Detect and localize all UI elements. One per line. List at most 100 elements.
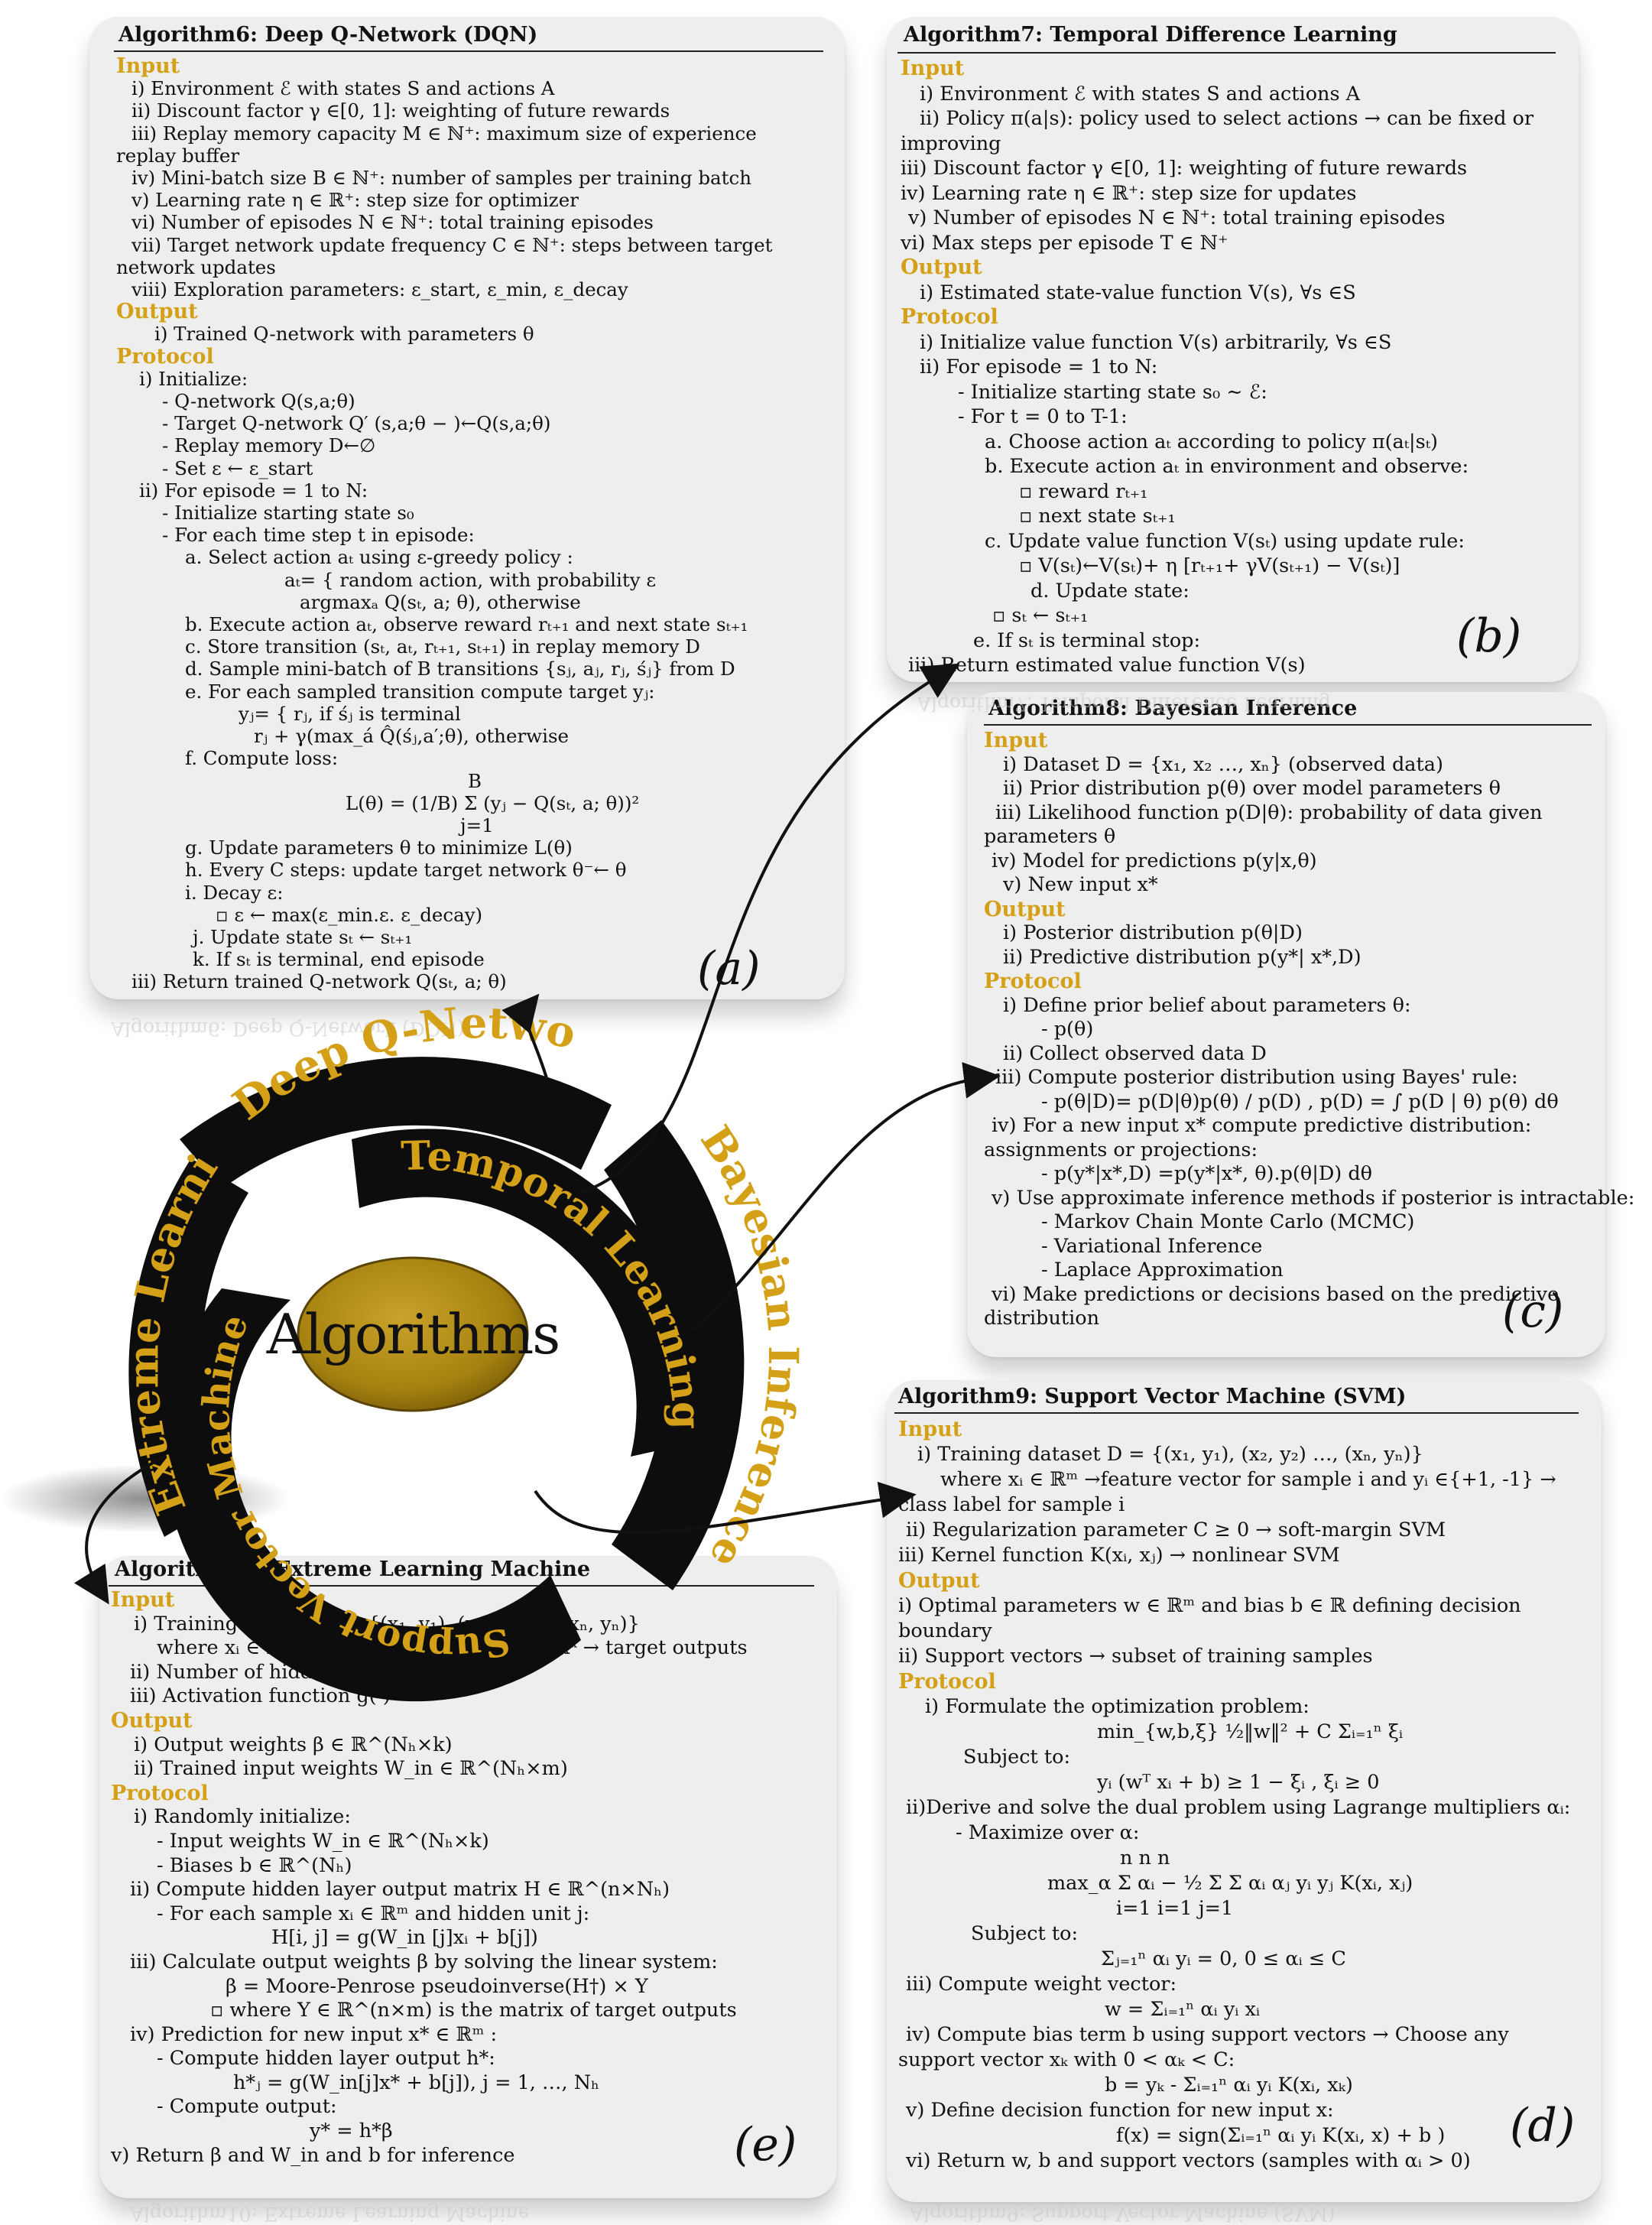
algorithm-line: - Target Q-network Q′ (s,a;θ − )←Q(s,a;θ… — [162, 412, 551, 435]
algorithm-line: c. Store transition (sₜ, aₜ, rₜ₊₁, sₜ₊₁)… — [185, 635, 700, 658]
algorithm-line: aₜ= { random action, with probability ε — [284, 568, 657, 591]
algorithm-line: H[i, j] = g(W_in [j]xᵢ + b[j]) — [271, 1926, 538, 1950]
section-heading: Protocol — [898, 1670, 996, 1694]
algorithm-line: yᵢ (wᵀ xᵢ + b) ≥ 1 − ξᵢ , ξᵢ ≥ 0 — [1097, 1771, 1380, 1794]
panel-title: Algorithm7: Temporal Difference Learning — [904, 23, 1397, 47]
ring-segment-td — [352, 1129, 703, 1457]
algorithm-line: v) Use approximate inference methods if … — [992, 1186, 1635, 1210]
algorithm-line: rⱼ + γ(max_á Q̂(śⱼ,a′;θ), otherwise — [254, 725, 570, 748]
algorithm-line: - Laplace Approximation — [1041, 1259, 1284, 1281]
ring-segment-bayes — [604, 1120, 745, 1590]
ring-label-dqn: Deep Q-Network — [0, 0, 580, 1130]
algorithm-line: - Variational Inference — [1041, 1234, 1263, 1258]
algorithm-line: where xᵢ ∈ ℝᵐ →feature vector for sample… — [940, 1468, 1556, 1491]
algorithm-line: ii) Trained input weights W_in ∈ ℝ^(Nₕ×m… — [134, 1757, 568, 1781]
algorithm-line: iii) Return trained Q-network Q(sₜ, a; θ… — [131, 970, 507, 993]
section-heading: Output — [111, 1708, 193, 1733]
arrow-to-elm — [73, 1455, 165, 1605]
algorithm-line: iv) For a new input x* compute predictiv… — [992, 1114, 1532, 1137]
algorithm-line: e. If sₜ is terminal stop: — [973, 629, 1201, 652]
algorithm-line: L(θ) = (1/B) Σ (yⱼ − Q(sₜ, a; θ))² — [346, 791, 640, 814]
algorithm-line: Subject to: — [963, 1746, 1071, 1769]
algorithm-line: ▫ V(sₜ)←V(sₜ)+ η [rₜ₊₁+ γV(sₜ₊₁) − V(sₜ)… — [1019, 554, 1400, 577]
algorithm-line: i) Define prior belief about parameters … — [1003, 993, 1411, 1017]
algorithm-line: k. If sₜ is terminal, end episode — [193, 948, 485, 971]
algorithm-line: iii) Discount factor γ ∈[0, 1]: weightin… — [901, 157, 1468, 180]
algorithm-line: ii) For episode = 1 to N: — [920, 356, 1158, 378]
title-rule — [984, 724, 1592, 726]
algorithm-line: n n n — [1120, 1847, 1170, 1869]
algorithm-line: d. Sample mini-batch of B transitions {s… — [185, 658, 735, 680]
section-heading: Protocol — [116, 344, 214, 369]
algorithm-line: ii) Compute hidden layer output matrix H… — [130, 1878, 670, 1902]
algorithm-line: ii) Policy π(a|s): policy used to select… — [920, 107, 1534, 130]
algorithm-line: iv) Learning rate η ∈ ℝ⁺: step size for … — [901, 181, 1357, 205]
algorithm-line: iii) Kernel function K(xᵢ, xⱼ) → nonline… — [898, 1544, 1340, 1567]
algorithm-line: max_α Σ αᵢ − ½ Σ Σ αᵢ αⱼ yᵢ yⱼ K(xᵢ, xⱼ) — [1047, 1872, 1413, 1895]
algorithm-line: ▫ ε ← max(ε_min.ε. ε_decay) — [216, 903, 483, 926]
algorithm-line: - Replay memory D←∅ — [162, 434, 376, 457]
algorithm-line: iii) Calculate output weights β by solvi… — [130, 1950, 718, 1973]
section-heading: Output — [116, 300, 198, 324]
algorithm-line: v) Number of episodes N ∈ ℕ⁺: total trai… — [908, 206, 1446, 229]
ring-segment-dqn — [180, 1057, 612, 1189]
algorithm-line: parameters θ — [984, 825, 1116, 848]
algorithm-line: Subject to: — [971, 1922, 1079, 1945]
algorithm-line: v) Return β and W_in and b for inference — [111, 2143, 515, 2167]
algorithm-line: min_{w,b,ξ} ½‖w‖² + C Σᵢ₌₁ⁿ ξᵢ — [1097, 1720, 1404, 1743]
algorithm-line: j=1 — [460, 814, 494, 836]
algorithm-line: - Q-network Q(s,a;θ) — [162, 390, 355, 413]
algorithm-line: a. Select action aₜ using ε-greedy polic… — [185, 546, 573, 569]
algorithm-line: class label for sample i — [898, 1493, 1125, 1516]
algorithm-line: - p(y*|x*,D) =p(y*|x*, θ).p(θ|D) dθ — [1041, 1162, 1373, 1185]
algorithm-line: i) Environment ℰ with states S and actio… — [920, 82, 1361, 106]
algorithm-line: g. Update parameters θ to minimize L(θ) — [185, 836, 573, 859]
algorithm-line: replay buffer — [116, 144, 240, 167]
algorithm-line: w = Σᵢ₌₁ⁿ αᵢ yᵢ xᵢ — [1105, 1998, 1260, 2021]
algorithm-line: e. For each sampled transition compute t… — [185, 680, 655, 703]
algorithm-line: i) Trained Q-network with parameters θ — [154, 323, 534, 346]
center-label: Algorithms — [266, 1302, 559, 1366]
panel-tag: (c) — [1502, 1285, 1564, 1338]
algorithm-line: ▫ sₜ ← sₜ₊₁ — [992, 604, 1089, 627]
algorithm-line: vi) Max steps per episode T ∈ ℕ⁺ — [901, 231, 1228, 255]
algorithm-line: support vector xₖ with 0 < αₖ < C: — [898, 2048, 1235, 2071]
algorithm-line: i) Optimal parameters w ∈ ℝᵐ and bias b … — [898, 1594, 1521, 1617]
algorithm-line: i) Output weights β ∈ ℝ^(Nₕ×k) — [134, 1733, 453, 1756]
algorithm-line: - Initialize starting state s₀ ∼ ℰ: — [958, 380, 1267, 404]
algorithm-line: a. Choose action aₜ according to policy … — [985, 430, 1438, 453]
algorithm-line: Σⱼ₌₁ⁿ αᵢ yᵢ = 0, 0 ≤ αᵢ ≤ C — [1101, 1947, 1346, 1970]
algorithm-line: iii) Likelihood function p(D|θ): probabi… — [995, 801, 1543, 824]
svm-panel: Algorithm9: Support Vector Machine (SVM)… — [887, 1380, 1602, 2202]
algorithm-line: - Biases b ∈ ℝ^(Nₕ) — [157, 1853, 352, 1877]
algorithm-line: c. Update value function V(sₜ) using upd… — [985, 529, 1465, 553]
panel-tag: (e) — [734, 2118, 797, 2171]
algorithm-line: - For each time step t in episode: — [162, 524, 475, 547]
title-rule — [109, 1585, 814, 1587]
algorithm-line: i) Formulate the optimization problem: — [925, 1695, 1310, 1718]
algorithm-line: - Input weights W_in ∈ ℝ^(Nₕ×k) — [157, 1829, 489, 1853]
section-heading: Input — [898, 1418, 962, 1441]
algorithm-line: v) Define decision function for new inpu… — [906, 2099, 1334, 2122]
section-heading: Output — [901, 255, 982, 279]
algorithm-line: boundary — [898, 1619, 992, 1642]
algorithm-line: ii) Discount factor γ ∈[0, 1]: weighting… — [131, 99, 670, 122]
algorithm-line: v) Learning rate η ∈ ℝ⁺: step size for o… — [131, 189, 579, 212]
algorithm-line: iii) Compute posterior distribution usin… — [995, 1066, 1518, 1089]
algorithm-line: - p(θ) — [1041, 1018, 1094, 1041]
section-heading: Output — [984, 897, 1066, 921]
algorithm-line: h*ⱼ = g(W_in[j]x* + b[j]), j = 1, …, Nₕ — [233, 2071, 600, 2094]
algorithm-line: - Initialize starting state s₀ — [162, 502, 414, 525]
algorithm-line: j. Update state sₜ ← sₜ₊₁ — [193, 925, 413, 948]
algorithm-line: B — [468, 769, 482, 792]
center-disc — [297, 1256, 529, 1412]
algorithm-line: i. Decay ε: — [185, 881, 284, 904]
algorithm-line: - For each sample xᵢ ∈ ℝᵐ and hidden uni… — [157, 1902, 590, 1925]
algorithm-line: iv) Compute bias term b using support ve… — [906, 2023, 1509, 2046]
algorithm-line: ▫ where Y ∈ ℝ^(n×m) is the matrix of tar… — [210, 1999, 737, 2022]
algorithm-line: argmaxₐ Q(sₜ, a; θ), otherwise — [300, 590, 581, 613]
